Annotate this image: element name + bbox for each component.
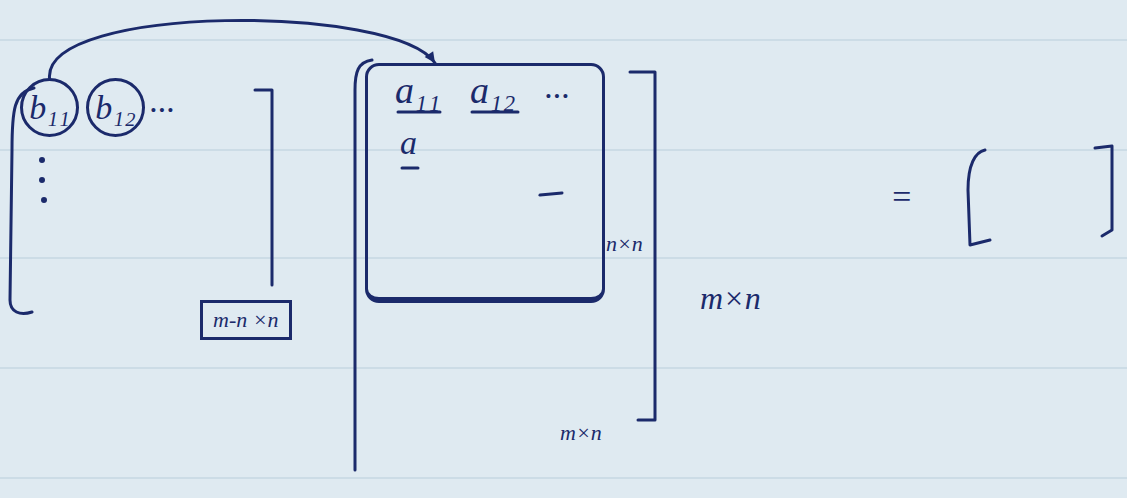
node-text: b₁₂	[95, 89, 136, 127]
equals-sign: =	[890, 178, 913, 216]
node-text: b₁₁	[29, 89, 70, 127]
matrix-bracket	[255, 90, 272, 285]
matrix-entry: a₁₂	[470, 68, 515, 112]
dimension-label: m×n	[560, 420, 602, 446]
matrix-bracket	[355, 60, 372, 470]
matrix-entry: a₁₁	[395, 68, 440, 112]
dimension-box: m-n ×n	[200, 300, 292, 340]
circled-entry: b₁₁	[20, 78, 79, 137]
ellipsis: ...	[150, 82, 176, 120]
size-label: n×n	[606, 231, 643, 257]
matrix-bracket	[1095, 146, 1112, 236]
curved-arrow	[49, 20, 435, 78]
ellipsis: ...	[545, 68, 571, 106]
circled-entry: b₁₂	[86, 78, 145, 137]
matrix-entry: a	[400, 124, 417, 162]
dimension-label: m×n	[700, 280, 761, 317]
node-text: m-n ×n	[213, 307, 279, 332]
matrix-bracket	[968, 150, 990, 245]
